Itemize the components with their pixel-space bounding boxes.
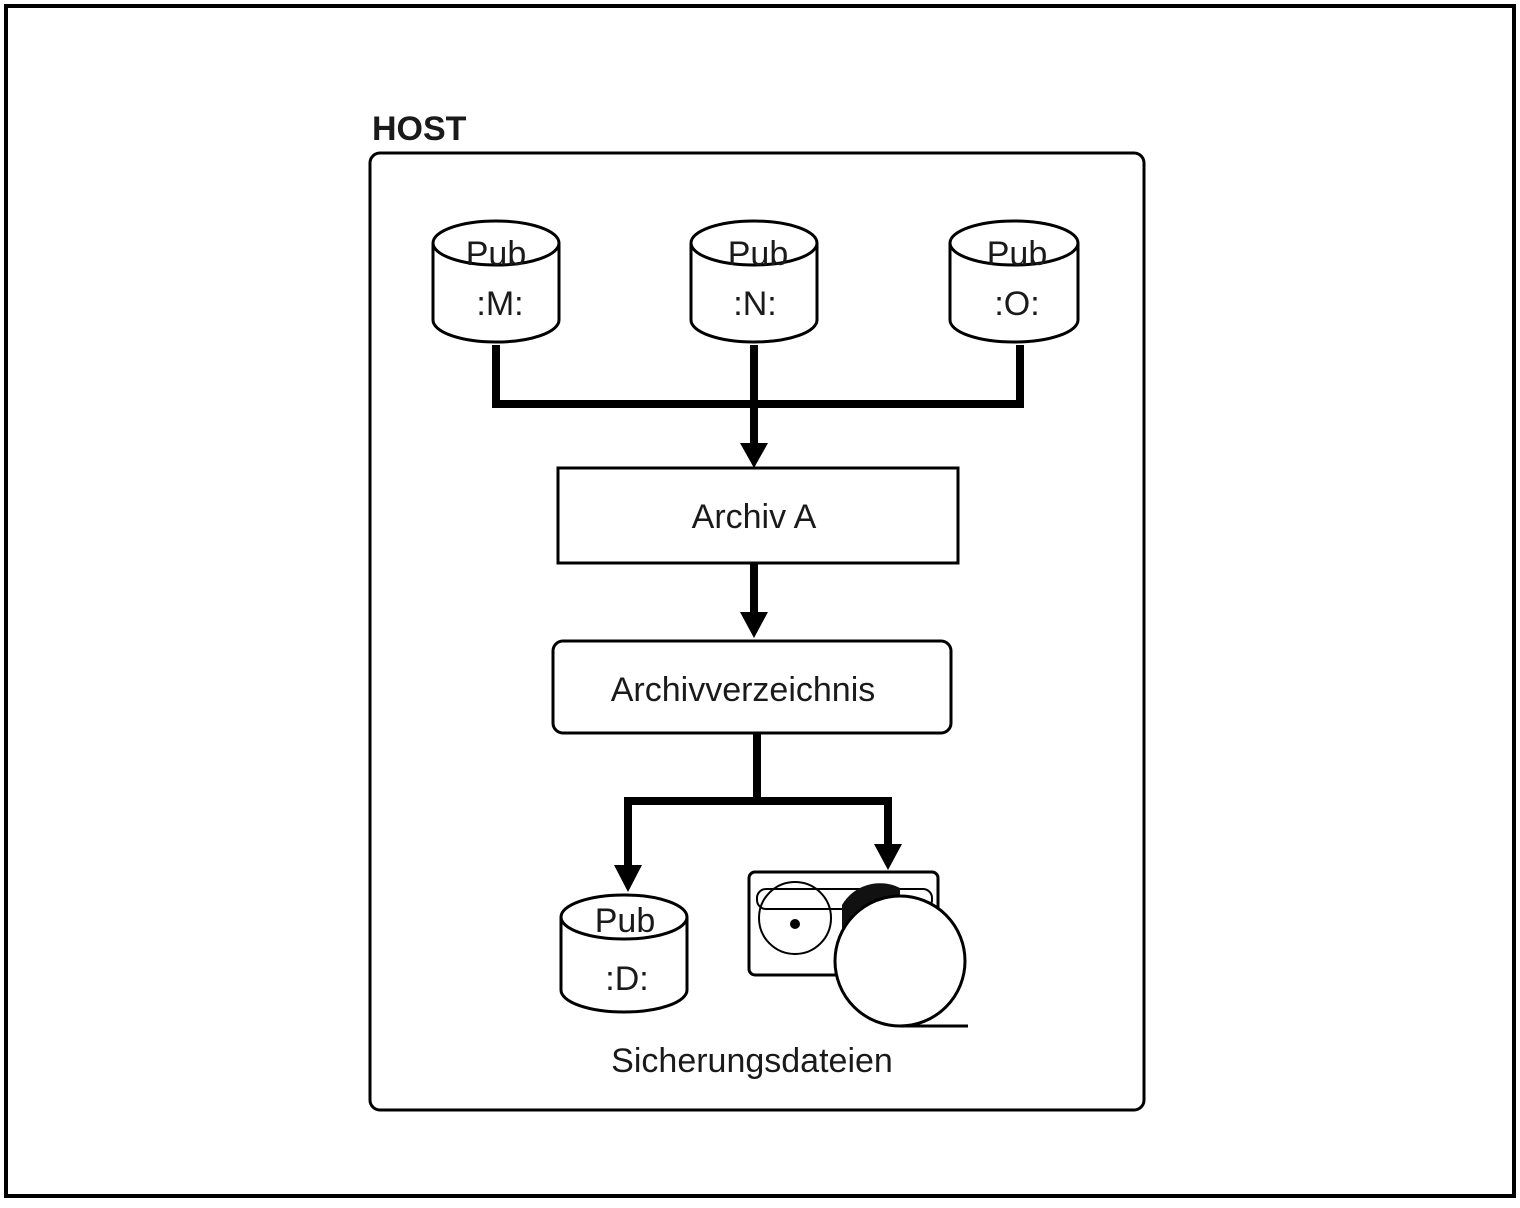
disk-n-bottom-label: :N: (733, 285, 776, 323)
disk-o-top (948, 219, 1080, 267)
disk-m: Pub :M: (431, 219, 561, 344)
arrowhead-to-archive (740, 443, 768, 468)
disk-o-body (948, 243, 1080, 344)
disk-m-top-label: Pub (466, 235, 527, 273)
arrowhead-to-disk-d (614, 865, 642, 892)
disk-d-top (559, 893, 689, 941)
arrowhead-to-directory (740, 612, 768, 638)
disk-n-top-label: Pub (728, 235, 789, 273)
disk-o-bottom-label: :O: (994, 285, 1039, 323)
disk-d-top-label: Pub (595, 902, 656, 940)
directory-label: Archivverzeichnis (611, 671, 876, 709)
merge-connector (492, 345, 1024, 468)
disk-n-top (689, 219, 819, 267)
tape-drive-icon (747, 870, 968, 1028)
tape-hub-dot (790, 919, 800, 929)
disk-n: Pub :N: (689, 219, 819, 344)
directory-box (551, 639, 953, 735)
disk-m-body (431, 243, 561, 344)
disk-o: Pub :O: (948, 219, 1080, 344)
disk-m-bottom-label: :M: (476, 285, 523, 323)
tape-reel (833, 894, 967, 1028)
disk-d-bottom-label: :D: (605, 960, 648, 998)
split-connector (614, 733, 902, 892)
arrowhead-to-tape (874, 844, 902, 870)
disk-d-body (559, 917, 689, 1014)
tape-hub-circle (758, 881, 832, 955)
outer-frame (4, 4, 1516, 1198)
host-label: HOST (372, 110, 467, 148)
disk-n-body (689, 243, 819, 344)
archive-label: Archiv A (692, 498, 817, 536)
backup-label: Sicherungsdateien (611, 1042, 893, 1080)
host-container (368, 151, 1146, 1112)
disk-o-top-label: Pub (987, 235, 1048, 273)
disk-m-top (431, 219, 561, 267)
disk-d: Pub :D: (559, 893, 689, 1014)
archive-box (556, 466, 960, 565)
